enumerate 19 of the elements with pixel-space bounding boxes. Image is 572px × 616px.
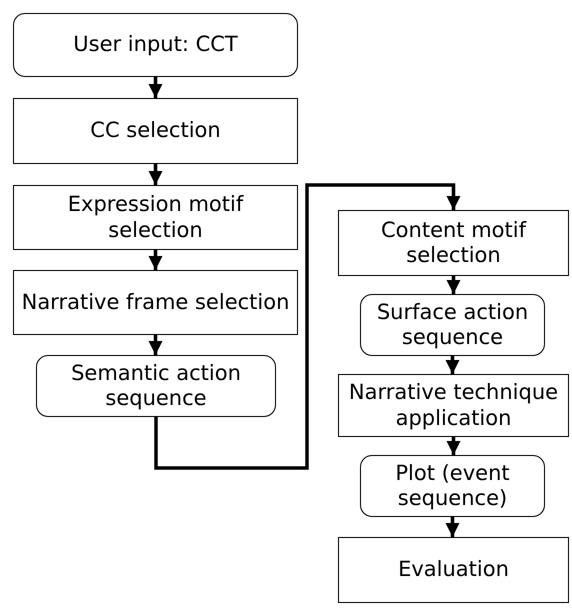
arrow: [446, 517, 460, 537]
arrow: [148, 164, 162, 185]
process-box: CC selection: [13, 98, 298, 164]
process-box: Narrative frame selection: [13, 270, 298, 335]
process-box: Content motif selection: [338, 210, 569, 276]
arrow: [446, 437, 460, 455]
arrow: [446, 276, 460, 294]
process-box: Narrative technique application: [338, 374, 569, 437]
arrow: [154, 183, 460, 470]
arrow: [148, 335, 162, 355]
arrow: [446, 356, 460, 374]
rounded-process-box: Surface action sequence: [360, 294, 545, 356]
rounded-process-box: Semantic action sequence: [36, 355, 276, 417]
process-box: Evaluation: [338, 537, 569, 603]
rounded-process-box: User input: CCT: [13, 13, 298, 77]
process-box: Expression motif selection: [13, 185, 298, 250]
rounded-process-box: Plot (event sequence): [360, 455, 545, 517]
arrow: [148, 250, 162, 270]
arrow: [148, 77, 162, 98]
